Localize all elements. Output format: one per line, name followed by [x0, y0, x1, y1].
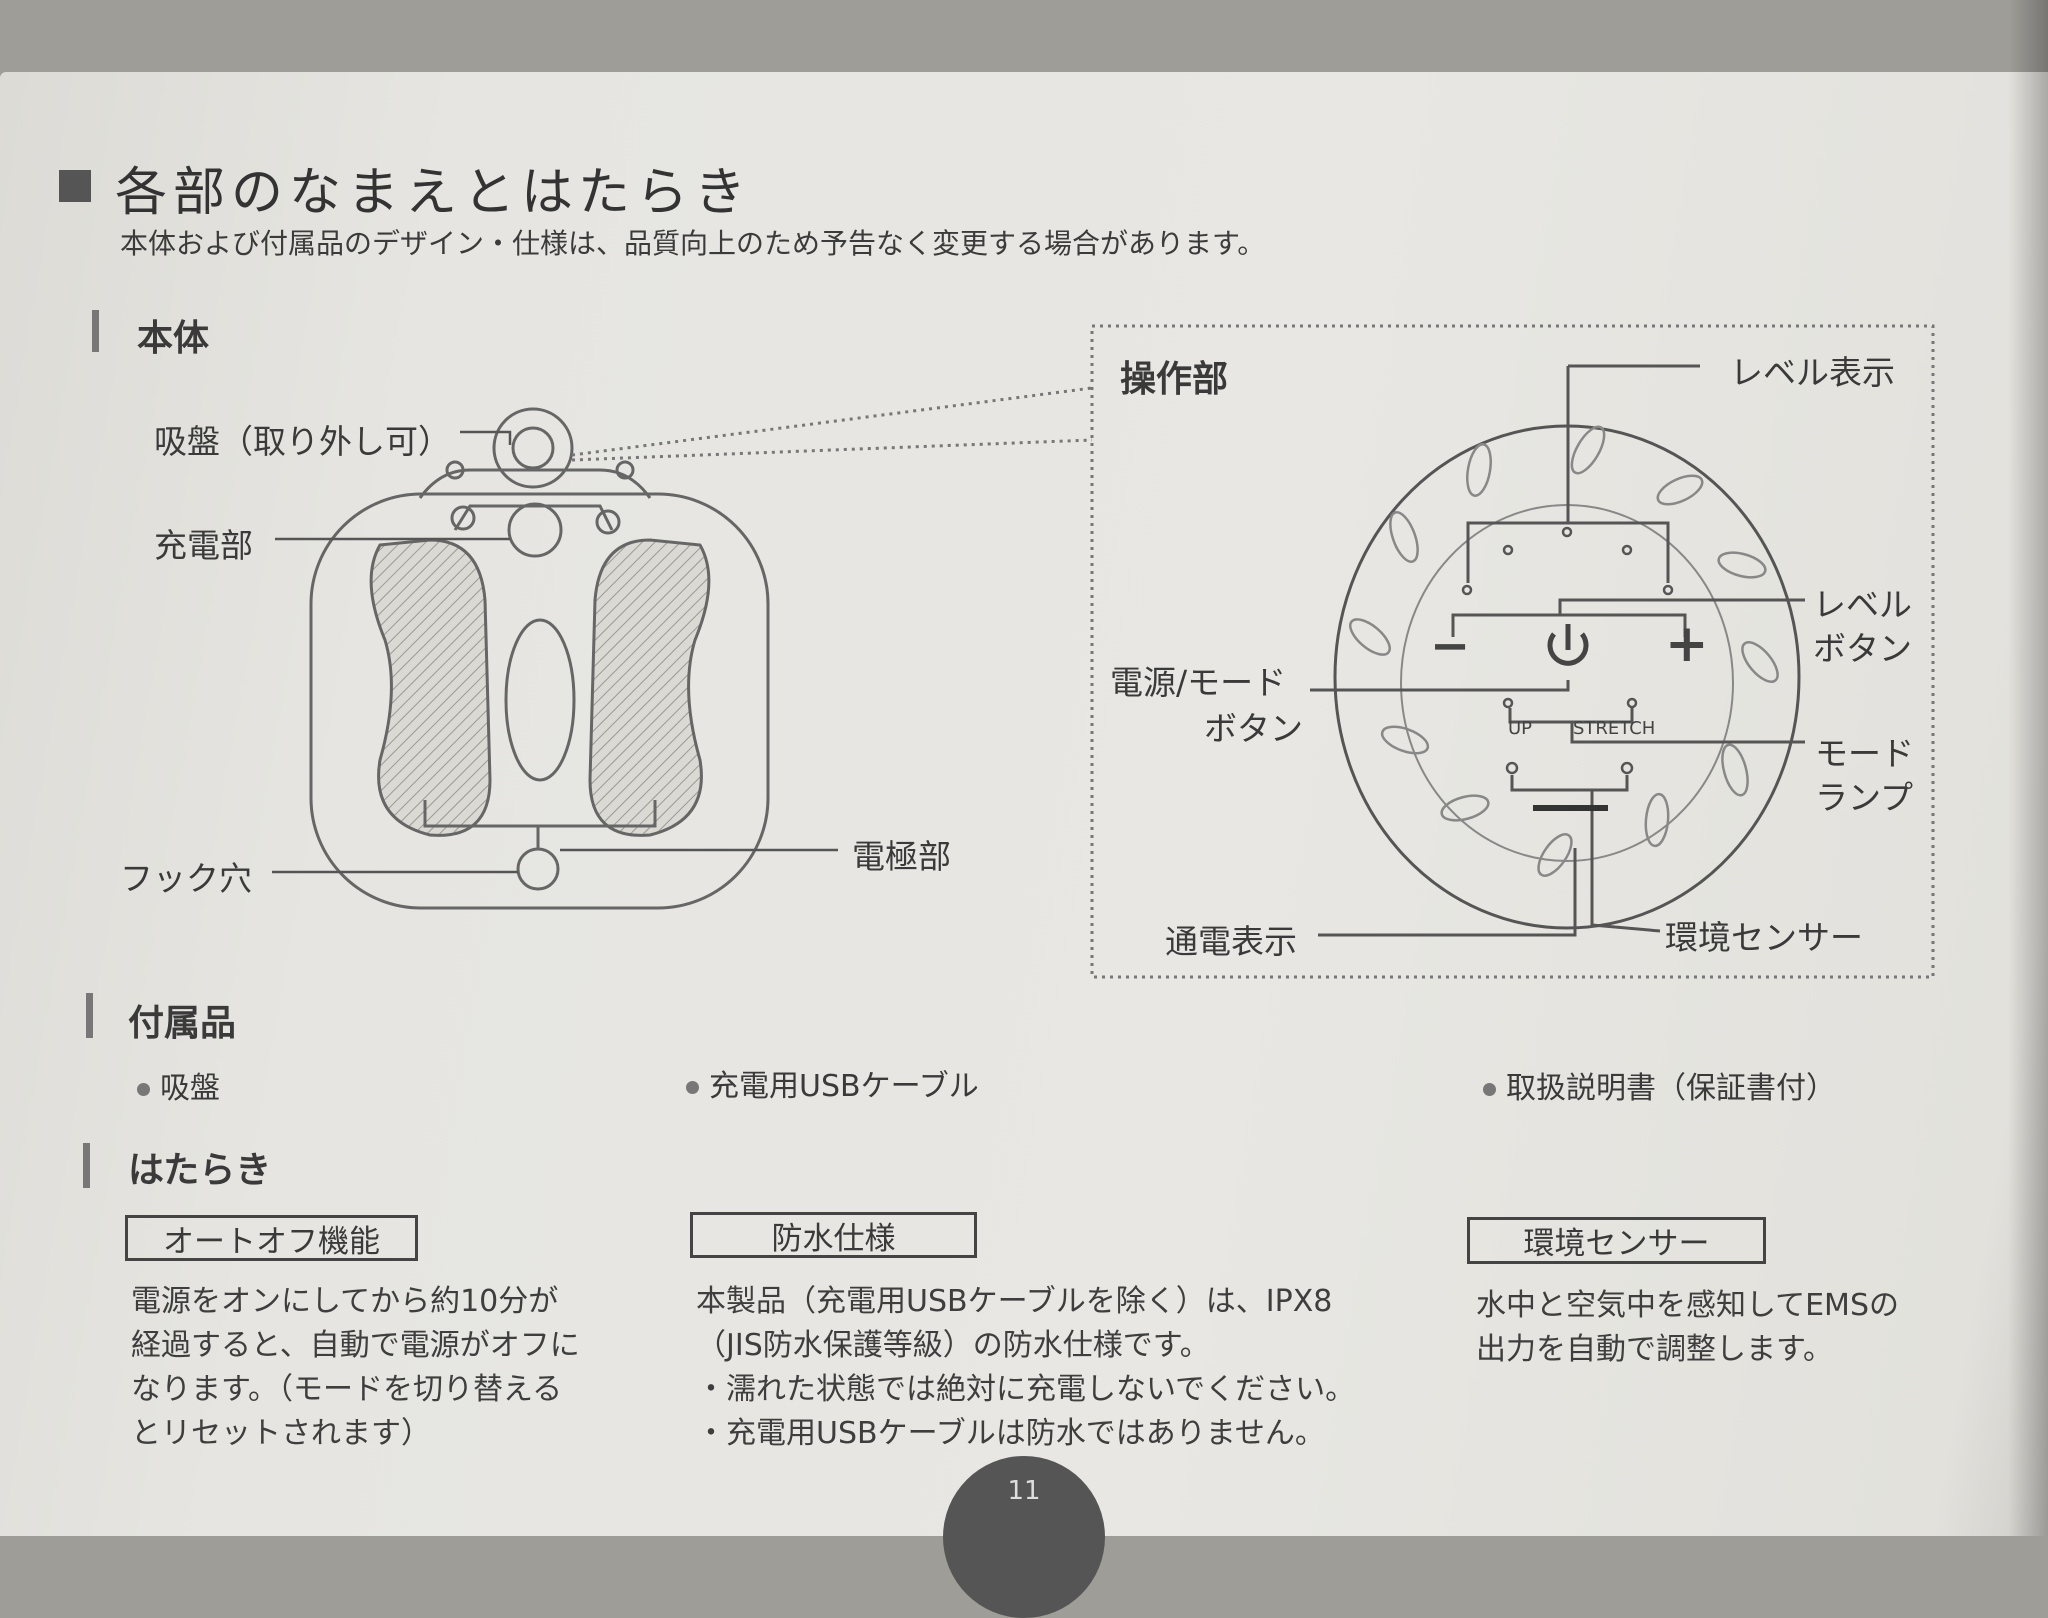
text-line: （JIS防水保護等級）の防水仕様です。	[696, 1328, 1210, 1363]
section-title-body: 本体	[137, 318, 210, 359]
label-level-button-1: レベル	[1813, 585, 1912, 624]
power-icon	[1547, 624, 1589, 666]
electrode-left-drawing	[369, 538, 492, 837]
suction-cup-drawing	[492, 407, 574, 489]
control-panel-title: 操作部	[1120, 359, 1229, 400]
section-bar	[86, 993, 93, 1038]
mode-stretch-text: STRETCH	[1573, 718, 1656, 739]
hook-hole-drawing	[516, 847, 560, 891]
panel-ring-ovals	[1349, 425, 1779, 877]
section-title-accessories: 付属品	[128, 1003, 237, 1044]
mode-up-text: UP	[1508, 718, 1533, 739]
card-title-env-sensor: 環境センサー	[1467, 1217, 1766, 1264]
control-panel-frame	[1090, 324, 1935, 979]
text-line: 出力を自動で調整します。	[1476, 1332, 1833, 1367]
book-spine-shadow	[2008, 0, 2048, 1536]
label-level-button-2: ボタン	[1813, 629, 1912, 668]
text-line: 本製品（充電用USBケーブルを除く）は、IPX8	[696, 1284, 1333, 1319]
accessory-item: 充電用USBケーブル	[686, 1061, 979, 1105]
card-title-auto-off: オートオフ機能	[125, 1215, 418, 1261]
text-line: ・濡れた状態では絶対に充電しないでください。	[696, 1372, 1356, 1407]
label-suction-cup: 吸盤（取り外し可）	[154, 422, 451, 461]
text-line: とリセットされます）	[131, 1416, 431, 1451]
callout-lines	[571, 324, 1935, 979]
section-bar	[83, 1143, 90, 1188]
label-power-mode-button-1: 電源/モード	[1110, 663, 1287, 702]
accessory-label: 充電用USBケーブル	[709, 1069, 979, 1104]
page-subtitle: 本体および付属品のデザイン・仕様は、品質向上のため予告なく変更する場合があります…	[120, 227, 1266, 260]
electrode-right-drawing	[588, 538, 711, 837]
control-panel-drawing	[1310, 364, 1805, 937]
heading-square-icon	[59, 170, 91, 202]
card-title-waterproof: 防水仕様	[690, 1212, 977, 1258]
minus-button-glyph: −	[1430, 618, 1471, 674]
page-number-badge: 11	[943, 1456, 1105, 1618]
plus-button-glyph: +	[1665, 614, 1709, 674]
text-line: 電源をオンにしてから約10分が	[131, 1284, 559, 1319]
text-line: なります。（モードを切り替える	[131, 1372, 563, 1407]
level-display-leds	[1461, 526, 1674, 775]
section-bar	[92, 310, 99, 352]
accessory-label: 吸盤	[160, 1071, 220, 1106]
bullet-icon	[686, 1081, 699, 1094]
page-number: 11	[1007, 1476, 1041, 1506]
label-hook-hole: フック穴	[120, 859, 252, 898]
label-mode-lamp-2: ランプ	[1815, 778, 1914, 817]
section-title-functions: はたらき	[128, 1150, 272, 1191]
page-title: 各部のなまえとはたらき	[115, 163, 752, 223]
device-outline	[309, 492, 770, 910]
text-line: ・充電用USBケーブルは防水ではありません。	[696, 1416, 1325, 1451]
card-text-waterproof: 本製品（充電用USBケーブルを除く）は、IPX8 （JIS防水保護等級）の防水仕…	[696, 1280, 1355, 1456]
card-text-auto-off: 電源をオンにしてから約10分が 経過すると、自動で電源がオフに なります。（モー…	[131, 1280, 580, 1456]
accessory-item: 吸盤	[137, 1063, 220, 1107]
body-leader-lines	[272, 430, 838, 874]
charging-port-drawing	[507, 502, 563, 558]
label-electrode: 電極部	[852, 837, 951, 876]
device-body-drawing	[309, 407, 770, 910]
label-power-mode-button-2: ボタン	[1204, 709, 1303, 748]
accessory-label: 取扱説明書（保証書付）	[1506, 1071, 1836, 1106]
label-env-sensor: 環境センサー	[1665, 918, 1863, 957]
card-text-env-sensor: 水中と空気中を感知してEMSの 出力を自動で調整します。	[1476, 1284, 1899, 1372]
text-line: 水中と空気中を感知してEMSの	[1476, 1288, 1899, 1323]
manual-page	[0, 72, 2048, 1536]
label-mode-lamp-1: モード	[1815, 734, 1914, 773]
label-level-display: レベル表示	[1730, 353, 1895, 392]
center-oval	[504, 618, 576, 782]
label-power-indicator: 通電表示	[1165, 922, 1297, 961]
label-charging-port: 充電部	[154, 526, 253, 565]
diagrams	[272, 324, 1935, 979]
text-line: 経過すると、自動で電源がオフに	[131, 1328, 580, 1363]
accessory-item: 取扱説明書（保証書付）	[1483, 1063, 1836, 1107]
device-top-edge	[418, 468, 652, 499]
bullet-icon	[1483, 1083, 1496, 1096]
bullet-icon	[137, 1083, 150, 1096]
